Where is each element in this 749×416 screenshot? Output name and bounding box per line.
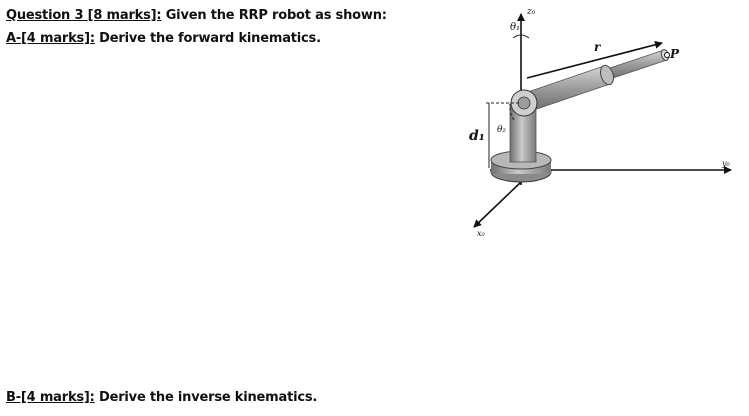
r-label: r	[594, 40, 602, 54]
question-number: Question 3 [8 marks]:	[6, 8, 162, 23]
r-arrow	[526, 40, 663, 79]
x0-label: x₀	[477, 229, 486, 238]
question-title: Question 3 [8 marks]: Given the RRP robo…	[6, 8, 387, 23]
theta2-label: θ₂	[497, 125, 506, 135]
theta1-label: θ₁	[510, 22, 520, 33]
z0-label: z₀	[526, 7, 536, 17]
x0-axis	[473, 181, 522, 228]
robot-link-collar	[600, 64, 614, 86]
theta2-arc	[509, 103, 515, 121]
part-b-label: B-[4 marks]:	[6, 390, 95, 405]
part-a-label: A-[4 marks]:	[6, 31, 95, 46]
robot-shoulder-hub	[517, 96, 531, 110]
part-b-task: Derive the inverse kinematics.	[94, 390, 318, 405]
question-prompt: Given the RRP robot as shown:	[161, 8, 387, 23]
theta1-arc	[512, 34, 530, 39]
point-p-marker	[664, 52, 670, 58]
point-p-label: P	[669, 47, 680, 61]
part-b: B-[4 marks]: Derive the inverse kinemati…	[6, 390, 317, 405]
d1-label: d₁	[469, 128, 485, 144]
part-a-task: Derive the forward kinematics.	[94, 31, 321, 46]
part-a: A-[4 marks]: Derive the forward kinemati…	[6, 31, 321, 46]
y0-label: y₀	[721, 159, 731, 168]
